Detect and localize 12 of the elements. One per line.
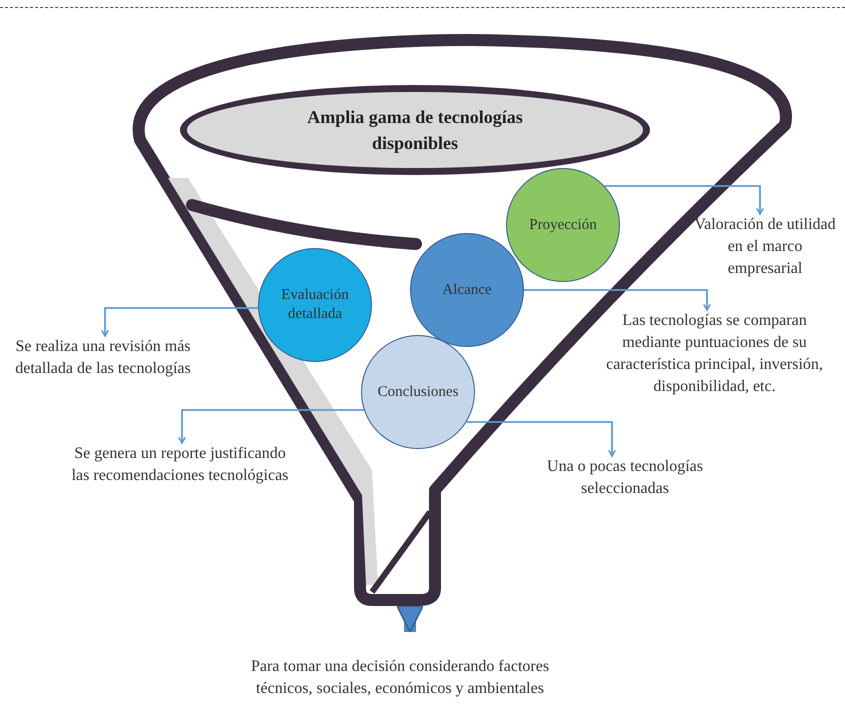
description-text: Se genera un reporte justificando las recomendaciones tecnológicas bbox=[65, 443, 295, 515]
description-text: Una o pocas tecnologías seleccionadas bbox=[515, 456, 735, 504]
arrow bbox=[466, 421, 616, 457]
arrow bbox=[524, 289, 711, 311]
arrow bbox=[604, 185, 764, 215]
description-text: Se realiza una revisión más detallada de las tecnologías bbox=[8, 336, 198, 408]
arrow bbox=[396, 605, 424, 633]
description-text: Las tecnologías se comparan mediante puntuaciones de su característica principal, inversión, disponibilidad, etc. bbox=[592, 310, 837, 400]
arrow bbox=[178, 409, 364, 444]
description-text: Para tomar una decisión considerando factores técnicos, sociales, económicos y ambientales bbox=[235, 656, 565, 724]
description-text: Valoración de utilidad en el marco empresarial bbox=[690, 214, 840, 286]
arrow bbox=[101, 307, 258, 337]
